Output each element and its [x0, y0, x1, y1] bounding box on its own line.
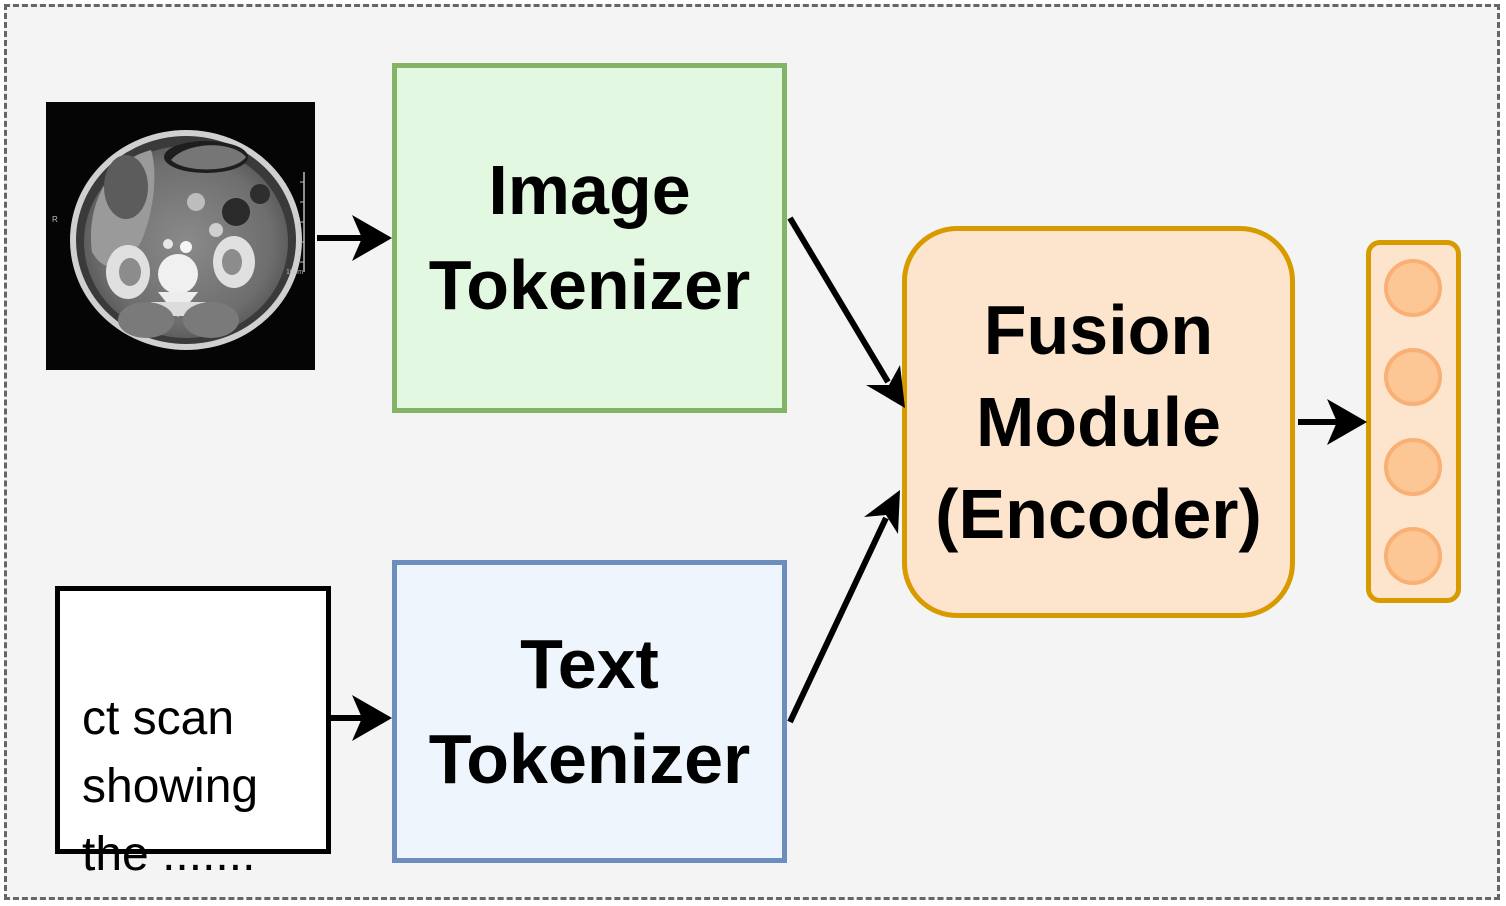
- ct-scale-marker: 10cm: [286, 269, 303, 276]
- ct-scan-drawing: R 10cm: [46, 102, 315, 370]
- image-tokenizer-label: Image Tokenizer: [428, 151, 751, 324]
- fusion-module-box: Fusion Module (Encoder): [902, 226, 1295, 618]
- arrow-image-to-tokenizer: [317, 215, 392, 261]
- text-tokenizer-box: Text Tokenizer: [392, 560, 787, 863]
- output-embedding-column: [1366, 240, 1461, 603]
- fusion-module-label: Fusion Module (Encoder): [935, 291, 1262, 553]
- arrow-text-tokenizer-to-fusion: [787, 490, 900, 724]
- arrow-caption-to-tokenizer: [331, 695, 392, 741]
- embedding-token: [1384, 259, 1442, 317]
- text-tokenizer-label: Text Tokenizer: [428, 624, 751, 798]
- input-caption-text: ct scan showing the .......: [82, 692, 259, 881]
- ct-side-marker: R: [52, 215, 58, 224]
- embedding-token: [1384, 348, 1442, 406]
- arrow-image-tokenizer-to-fusion: [787, 216, 905, 408]
- embedding-token: [1384, 527, 1442, 585]
- input-caption-box: ct scan showing the .......: [55, 586, 331, 881]
- ct-scan-image: R 10cm: [46, 102, 315, 370]
- image-tokenizer-box: Image Tokenizer: [392, 63, 787, 413]
- embedding-token: [1384, 438, 1442, 496]
- arrow-fusion-to-embedding: [1298, 399, 1367, 445]
